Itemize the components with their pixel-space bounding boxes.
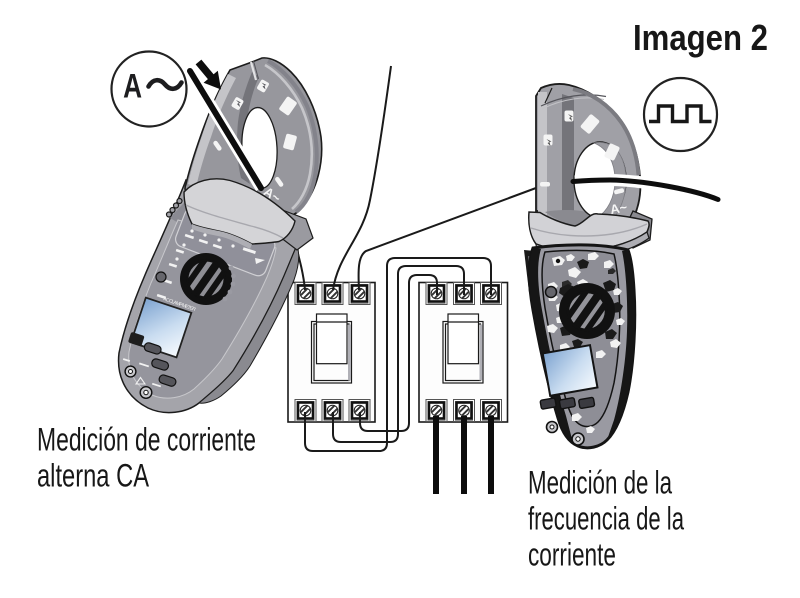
svg-text:Medición de corriente: Medición de corriente [37,422,256,458]
svg-text:A: A [123,67,142,105]
svg-text:corriente: corriente [528,537,616,573]
svg-text:Imagen 2: Imagen 2 [633,17,768,58]
svg-text:frecuencia de la: frecuencia de la [528,501,684,537]
svg-text:Medición de la: Medición de la [528,465,672,501]
svg-text:A~: A~ [609,199,629,217]
svg-text:alterna CA: alterna CA [37,458,149,494]
